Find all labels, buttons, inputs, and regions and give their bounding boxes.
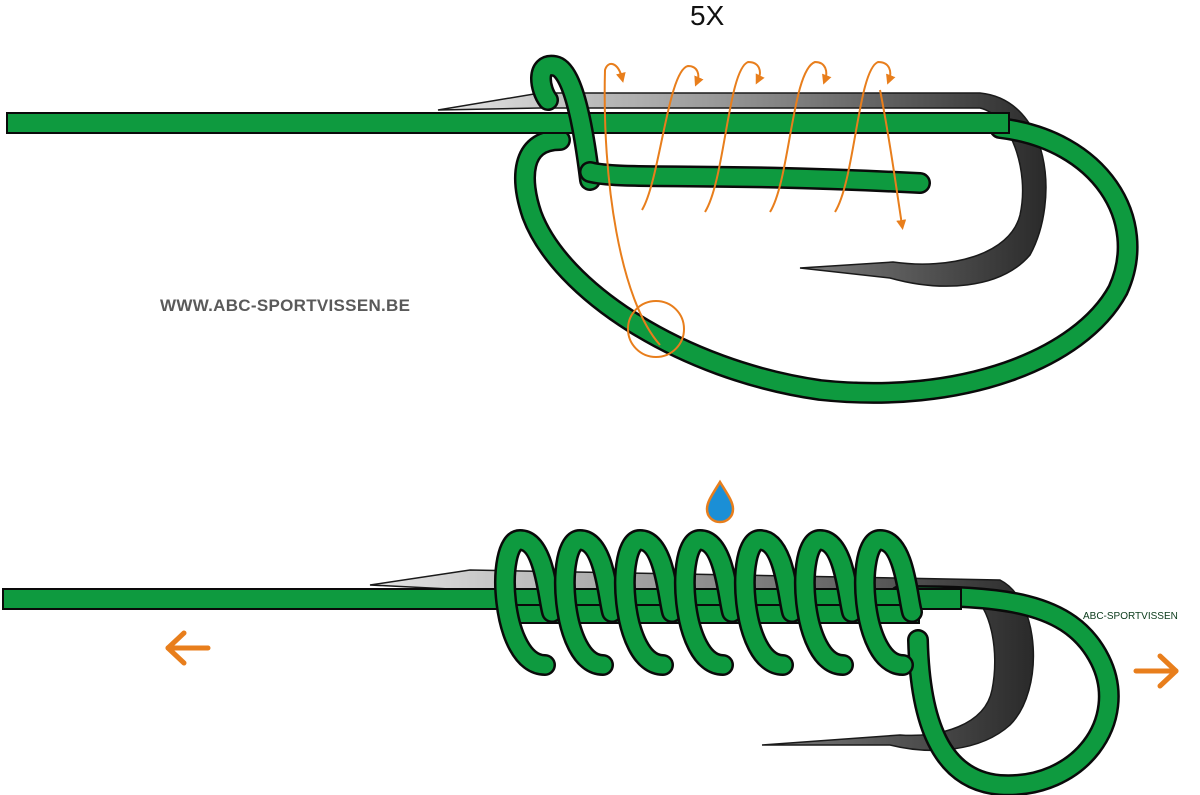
coil-4	[674, 528, 743, 676]
coil-3	[614, 528, 683, 676]
step-2-tightening: ABC-SPORTVISSEN	[2, 479, 1179, 795]
arrow-left-icon	[165, 630, 211, 666]
water-drop-icon	[705, 479, 735, 524]
step-1-wrapping	[6, 54, 1139, 404]
hook-top	[437, 92, 1047, 287]
coil-1	[494, 528, 563, 676]
knot-coils	[494, 528, 923, 676]
arrow-right-icon	[1133, 653, 1179, 689]
fishing-line-top	[6, 54, 1139, 404]
coil-2	[554, 528, 623, 676]
wrap-direction-arrows	[603, 60, 907, 358]
coil-6	[794, 528, 863, 676]
coil-7	[854, 528, 923, 676]
wrap-count-label: 5X	[690, 0, 725, 31]
coil-5	[734, 528, 803, 676]
website-label: WWW.ABC-SPORTVISSEN.BE	[160, 296, 411, 315]
line-watermark: ABC-SPORTVISSEN	[1083, 611, 1178, 622]
